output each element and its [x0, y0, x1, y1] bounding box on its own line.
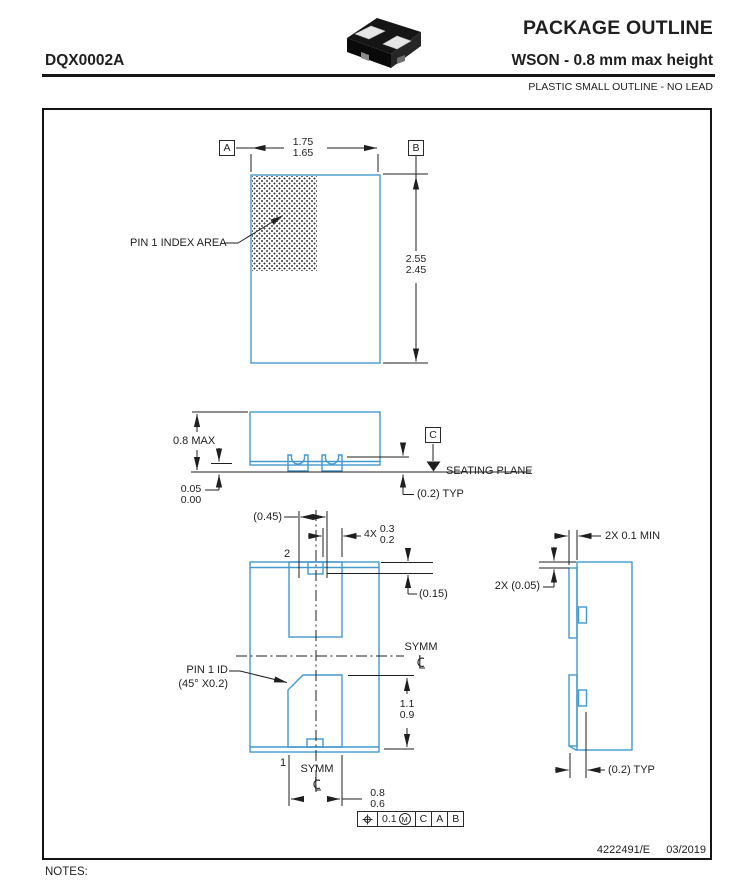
pin1-id-line1: PIN 1 ID	[186, 664, 228, 676]
symm-right: SYMM	[401, 641, 441, 675]
body-length-dim: 2.55 2.45	[399, 254, 433, 276]
page-title: PACKAGE OUTLINE	[522, 17, 713, 39]
pin1-id-line2: (45° X0.2)	[178, 677, 228, 690]
pad-length-max: 1.1	[399, 698, 415, 710]
lead-height-min-dim: 2X 0.1 MIN	[605, 530, 661, 542]
body-width-max: 1.75	[292, 136, 314, 148]
standoff-dim: 0.05 0.00	[177, 484, 205, 506]
package-3d-icon	[347, 18, 421, 68]
height-max-dim: 0.8 MAX	[171, 435, 218, 448]
tolerance-datum2: A	[431, 812, 447, 826]
pin1-number: 1	[280, 757, 287, 769]
side-lead-typ: (0.2) TYP	[417, 488, 464, 500]
body-width-min: 1.65	[292, 147, 314, 159]
lead-inset-dim: (0.15)	[419, 588, 448, 600]
symm-bottom: SYMM	[297, 763, 337, 797]
lead-gap-dim: 2X (0.05)	[494, 580, 540, 592]
title-block: 4222491/E 03/2019	[550, 844, 706, 856]
pin1-index-area	[252, 176, 317, 271]
centerline-icon	[313, 777, 321, 791]
header-rule	[42, 74, 715, 77]
standoff-min: 0.00	[180, 494, 202, 506]
notes-label: NOTES:	[45, 866, 88, 878]
drawing-border	[42, 108, 712, 860]
mmc-modifier-icon: M	[398, 813, 411, 825]
seating-plane-label: SEATING PLANE	[446, 465, 533, 477]
pad-width-max: 0.8	[370, 787, 385, 799]
standoff-max: 0.05	[180, 483, 202, 495]
pad-length-dim: 1.1 0.9	[393, 699, 421, 721]
pad-width-dim: 0.8 0.6	[364, 788, 391, 810]
tolerance-frame: 0.1 M C A B	[357, 811, 465, 827]
lead-width-qty: 4X	[364, 528, 377, 541]
datum-c-box: C	[425, 427, 441, 443]
pin1-id-label: PIN 1 ID (45° X0.2)	[170, 664, 228, 692]
datum-b-box: B	[408, 140, 424, 156]
tolerance-value: 0.1	[382, 813, 397, 825]
package-subtitle: WSON - 0.8 mm max height	[511, 52, 713, 69]
pad-length-min: 0.9	[399, 709, 415, 721]
tolerance-datum3: B	[447, 812, 463, 826]
lead-width-min: 0.2	[379, 534, 395, 546]
body-length-min: 2.45	[405, 264, 427, 276]
pin1-index-label: PIN 1 INDEX AREA	[130, 237, 227, 249]
body-width-dim: 1.75 1.65	[285, 137, 321, 159]
tolerance-datum1: C	[414, 812, 432, 826]
datum-a-box: A	[219, 140, 235, 156]
document-number: 4222491/E	[596, 844, 651, 856]
position-symbol-icon	[362, 813, 373, 825]
part-number: DQX0002A	[45, 52, 125, 69]
pad-offset-dim: (0.45)	[253, 511, 282, 523]
centerline-icon	[417, 655, 425, 669]
revision-date: 03/2019	[666, 844, 706, 856]
package-category: PLASTIC SMALL OUTLINE - NO LEAD	[528, 81, 713, 93]
lead-length-typ-dim: (0.2) TYP	[608, 764, 655, 776]
lead-width-max: 0.3	[379, 523, 395, 535]
symm-right-label: SYMM	[404, 641, 438, 653]
body-length-max: 2.55	[405, 253, 427, 265]
symm-bottom-label: SYMM	[300, 763, 334, 775]
pin2-number: 2	[284, 548, 291, 560]
pad-width-min: 0.6	[370, 798, 385, 810]
